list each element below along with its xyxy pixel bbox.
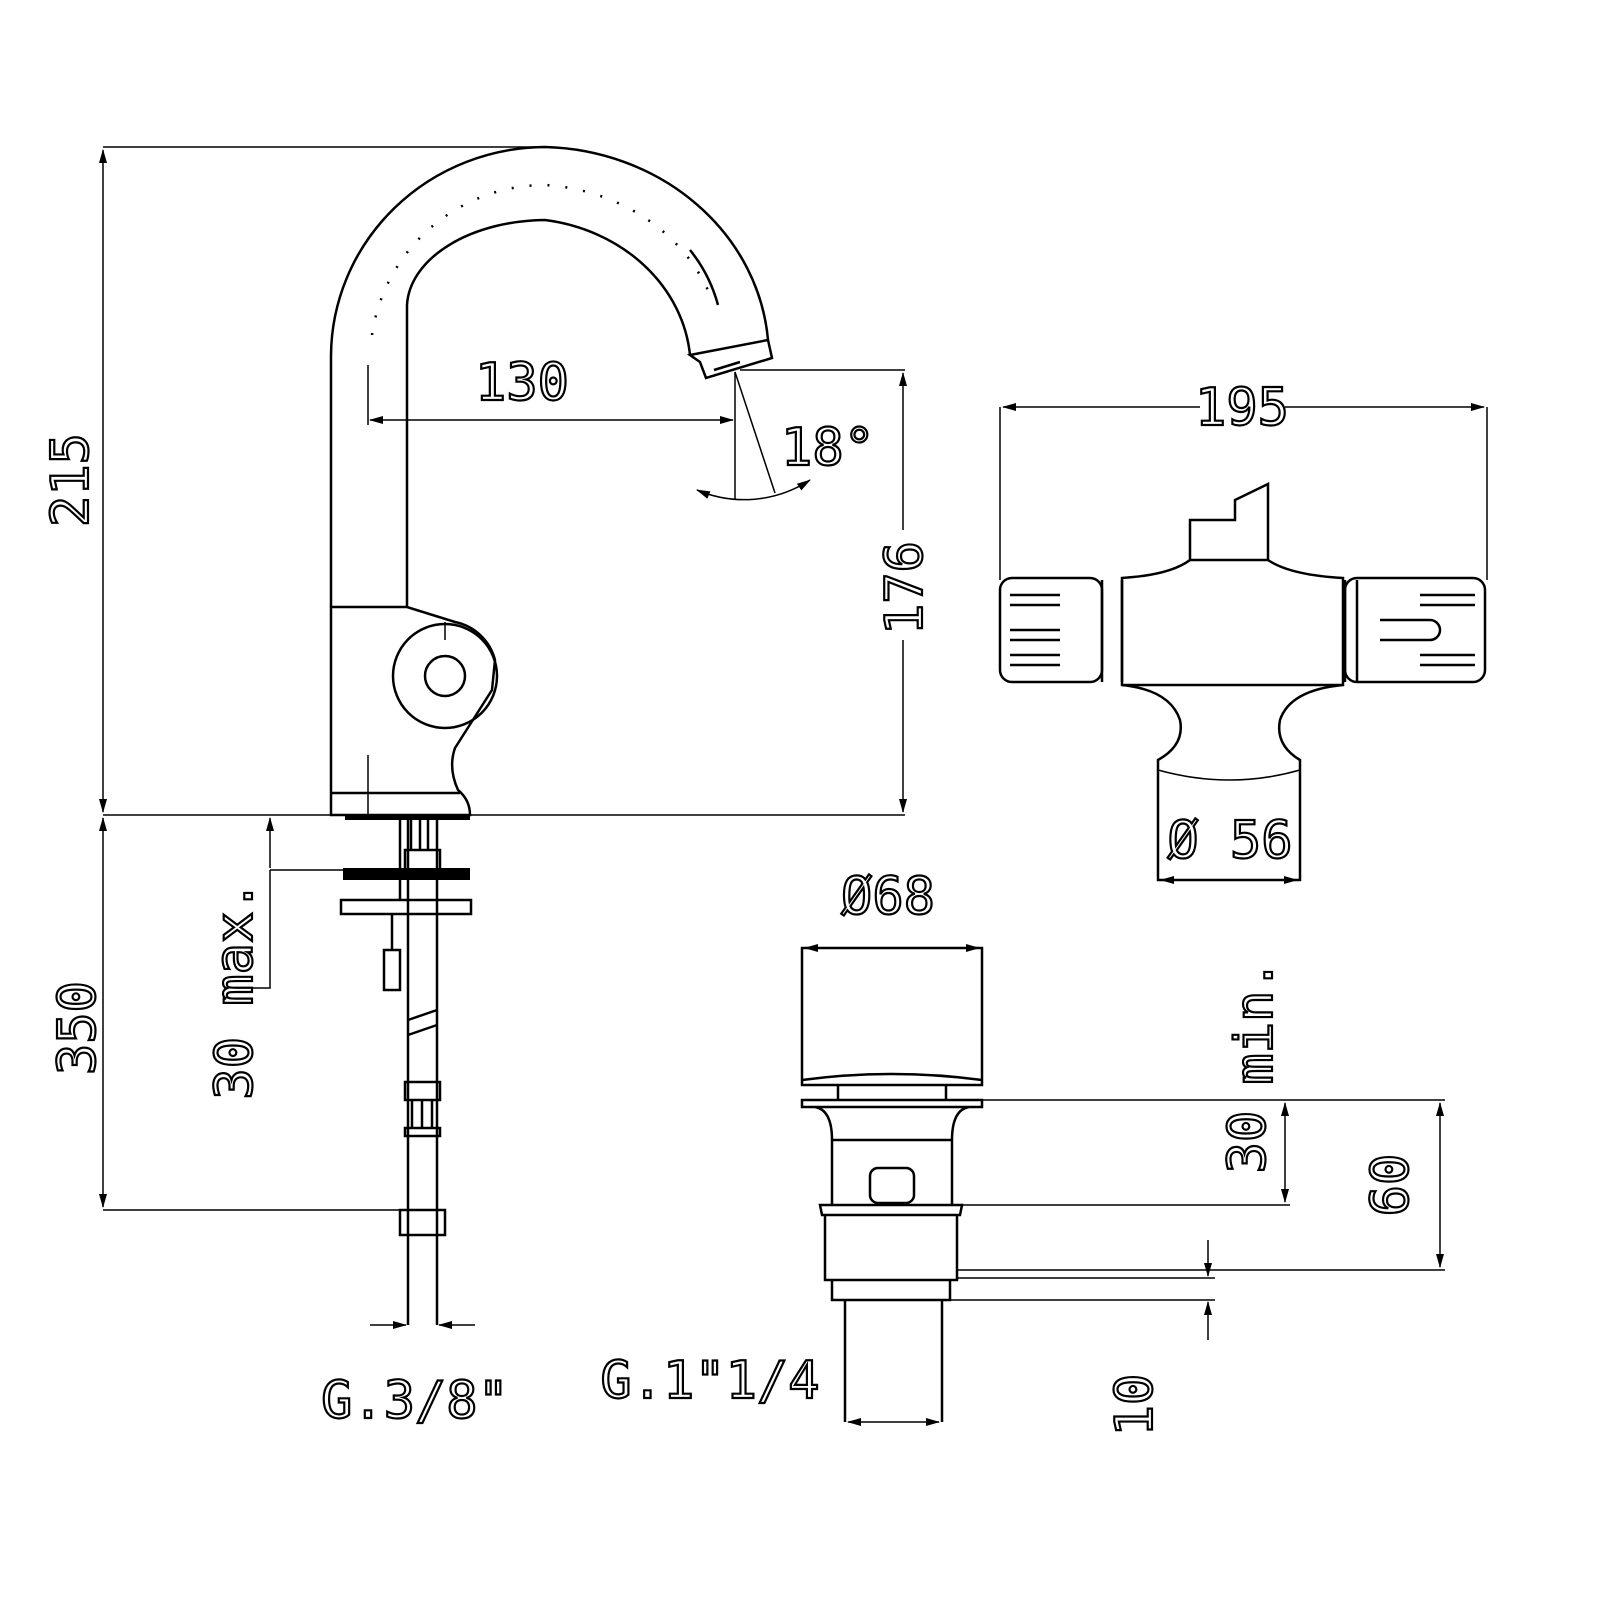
upper-hose-fitting: [403, 815, 442, 872]
extension-lines-130: [367, 365, 736, 500]
dim-18-degrees: 18°: [781, 418, 875, 478]
base-contour-line: [1157, 769, 1301, 781]
dim-350: 350: [48, 981, 108, 1075]
label-background-195: [1200, 385, 1285, 425]
drain-view: Ø68 G.1"1/4 min. 30 60 10: [599, 866, 1445, 1437]
dim-10: 10: [1105, 1374, 1165, 1437]
spout-angle-line: [734, 371, 776, 494]
dim-60: 60: [1361, 1154, 1421, 1217]
drain-extension-lines: [950, 1099, 1445, 1301]
dim-30: 30: [1218, 1111, 1278, 1174]
extension-lines-195: [999, 407, 1488, 580]
dim-30-max: 30 max.: [205, 880, 265, 1099]
drain-flange: [800, 1098, 984, 1205]
extension-lines-215: [103, 146, 905, 816]
faucet-body: [329, 605, 497, 817]
handle-grip-grooves: [1010, 593, 1475, 667]
dim-176: 176: [875, 541, 935, 635]
hose-nut: [398, 1208, 447, 1237]
fixing-washer: [339, 898, 473, 916]
lever-pivot-hub: [423, 654, 467, 698]
handle-collars: [1100, 580, 1359, 682]
min-label: min.: [1225, 959, 1285, 1084]
label-background-176: [880, 530, 926, 640]
faucet-side-view: 215 130 18° 176 350 30 max. G.3/8": [40, 145, 936, 1432]
aerator: [686, 338, 774, 380]
drain-tailpiece: [830, 1280, 952, 1422]
overflow-slot: [868, 1166, 916, 1205]
extension-lines-30-max: [250, 869, 345, 989]
lower-hose-fitting: [403, 1080, 442, 1138]
dim-diameter-56: Ø 56: [1167, 811, 1292, 871]
supply-tube: [398, 815, 439, 1325]
faucet-top-view: 195 Ø 56: [998, 377, 1488, 884]
dim-195: 195: [1195, 378, 1289, 438]
dim-215: 215: [41, 433, 101, 527]
spout-inner: [405, 218, 692, 607]
spout-contour-line: [689, 249, 720, 306]
right-handle: [1343, 576, 1487, 684]
fixing-rod: [382, 913, 402, 992]
mixer-lever: [1188, 482, 1270, 560]
drain-cap: [800, 946, 984, 1087]
drain-nut: [818, 1203, 964, 1282]
dim-diameter-68: Ø68: [841, 867, 935, 927]
spout-hidden-line: [370, 183, 714, 336]
thread-g-1-1-4: G.1"1/4: [600, 1351, 819, 1411]
thread-g-3-8: G.3/8": [321, 1371, 509, 1431]
angle-arc-18: [696, 479, 811, 501]
dim-130: 130: [475, 353, 569, 413]
drain-stem: [836, 1085, 948, 1100]
mixer-body: [1120, 558, 1345, 882]
